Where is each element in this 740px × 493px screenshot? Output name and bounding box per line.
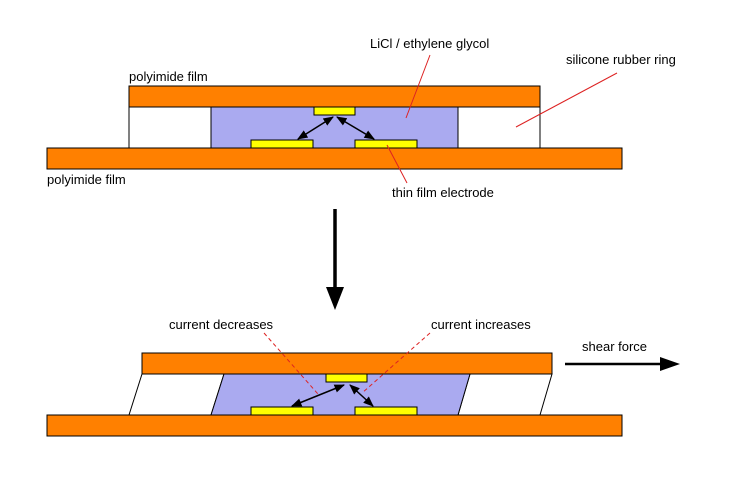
sheared-top-electrode xyxy=(325,373,368,383)
sheared-bottom-film xyxy=(46,414,623,437)
current-arrow-right xyxy=(336,116,375,140)
sheared-sensor xyxy=(46,332,680,437)
bottom-polyimide-film xyxy=(46,147,623,170)
top-electrode xyxy=(313,106,356,116)
bottom-film-label: polyimide film xyxy=(47,172,126,187)
sheared-current-arrow-left xyxy=(291,384,345,407)
ring-leader xyxy=(515,72,618,128)
current-decreases-label: current decreases xyxy=(169,317,274,332)
electrode-leader xyxy=(386,144,408,184)
bottom-electrode-left xyxy=(250,139,314,149)
top-polyimide-film xyxy=(128,85,541,108)
sheared-ring-right xyxy=(457,373,553,416)
current-increases-label: current increases xyxy=(431,317,531,332)
ring-label: silicone rubber ring xyxy=(566,52,676,67)
sheared-ring-left xyxy=(128,373,225,416)
silicone-ring-right xyxy=(457,106,541,149)
current-increases-leader xyxy=(361,332,431,394)
electrolyte-leader xyxy=(405,54,431,119)
bottom-electrode-right xyxy=(354,139,418,149)
silicone-ring-left xyxy=(128,106,212,149)
electrode-label: thin film electrode xyxy=(392,185,494,200)
transition-arrow xyxy=(326,209,344,310)
top-film-label: polyimide film xyxy=(129,69,208,84)
shear-force-label: shear force xyxy=(582,339,647,354)
sheared-current-arrow-right xyxy=(349,384,374,407)
sheared-bottom-electrode-right xyxy=(354,406,418,416)
sheared-bottom-electrode-left xyxy=(250,406,314,416)
electrolyte-label: LiCl / ethylene glycol xyxy=(370,36,489,51)
current-arrow-left xyxy=(297,116,334,140)
unsheared-sensor xyxy=(46,54,623,184)
sheared-top-film xyxy=(141,352,553,375)
shear-force-arrowhead xyxy=(660,357,680,371)
